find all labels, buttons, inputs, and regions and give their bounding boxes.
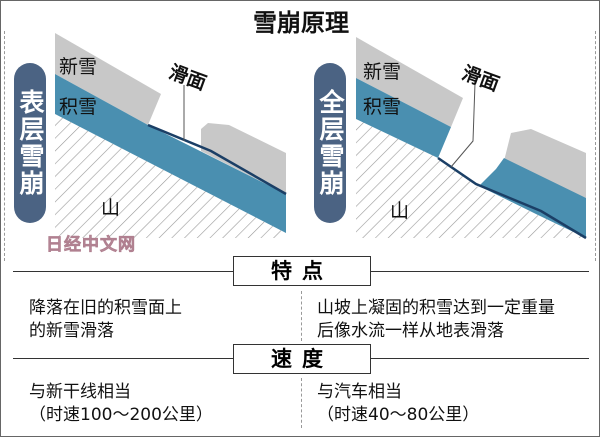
divider <box>301 291 302 341</box>
features-header: 特点 <box>233 256 371 286</box>
debris-snow <box>504 129 586 198</box>
right-slope <box>356 37 587 240</box>
new-snow-label: 新雪 <box>59 56 98 78</box>
slip-surface-line <box>437 156 587 240</box>
diagram-graphics <box>55 33 587 240</box>
speed-header: 速度 <box>233 344 371 374</box>
new-snow-layer <box>356 37 463 127</box>
divider <box>595 31 596 261</box>
mountain-label: 山 <box>101 197 121 219</box>
slip-surface-line <box>147 123 287 196</box>
left-slope <box>55 33 287 238</box>
surface-avalanche-badge: 表层雪崩 <box>14 63 46 223</box>
old-snow-label: 积雪 <box>59 96 98 118</box>
divider <box>4 31 5 261</box>
old-snow-layer <box>55 74 286 233</box>
full-depth-avalanche-badge: 全层雪崩 <box>314 63 346 223</box>
divider <box>301 378 302 428</box>
speed-left: 与新干线相当（时速100～200公里） <box>29 382 213 425</box>
speed-right: 与汽车相当（时速40～80公里） <box>317 382 480 425</box>
features-right: 山坡上凝固的积雪达到一定重量后像水流一样从地表滑落 <box>317 298 555 341</box>
debris-blue <box>479 158 586 238</box>
new-snow-layer <box>55 33 161 125</box>
watermark: 日经中文网 <box>46 235 136 256</box>
page-title: 雪崩原理 <box>253 9 349 37</box>
old-snow-label: 积雪 <box>363 96 402 118</box>
old-snow-layer <box>356 78 451 158</box>
mountain-hatch <box>55 114 286 238</box>
new-snow-label: 新雪 <box>363 61 402 83</box>
debris-snow <box>201 123 286 194</box>
features-left: 降落在旧的积雪面上的新雪滑落 <box>29 298 182 341</box>
mountain-hatch <box>356 119 586 238</box>
mountain-label: 山 <box>390 200 410 222</box>
